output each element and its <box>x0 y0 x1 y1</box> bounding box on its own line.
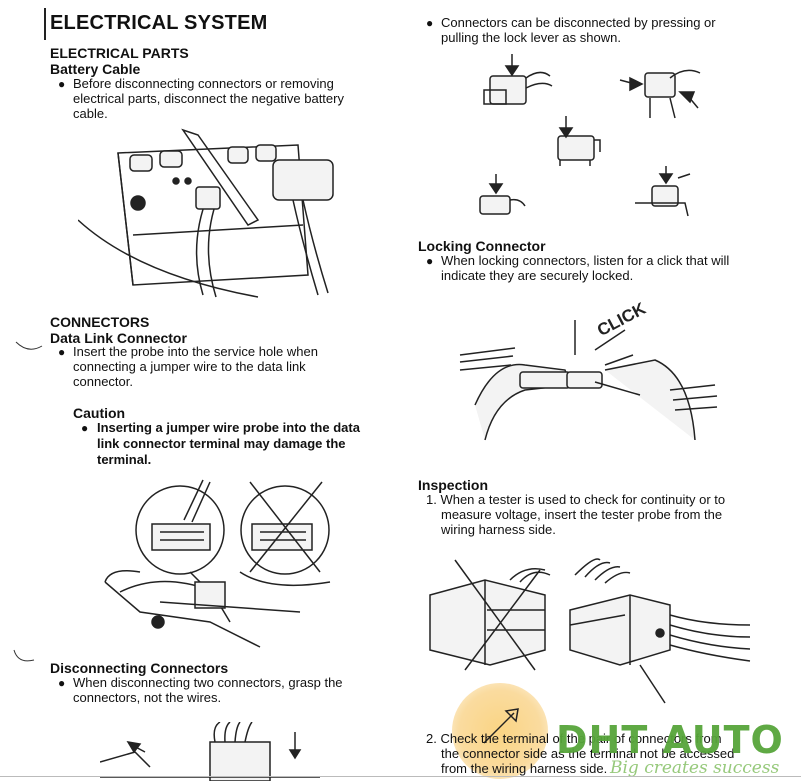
title-rule-left <box>44 8 46 40</box>
disconnecting-connectors-figure <box>100 722 320 781</box>
battery-line-3: cable. <box>73 106 108 121</box>
connectors-heading: CONNECTORS <box>50 314 150 330</box>
caution-line-3: terminal. <box>97 452 152 467</box>
lock-lever-line-2: pulling the lock lever as shown. <box>441 30 621 45</box>
scan-mark <box>13 649 35 662</box>
caution-line-2: link connector terminal may damage the <box>97 436 346 451</box>
inspection-2-line-2: the connector side as the terminal not b… <box>441 746 735 761</box>
bullet-icon: ● <box>426 16 434 30</box>
inspection-2-line-3: from the wiring harness side. <box>441 761 608 776</box>
caution-line-1: Inserting a jumper wire probe into the d… <box>97 420 360 435</box>
battery-cable-figure <box>78 128 334 298</box>
bullet-icon: ● <box>426 254 434 268</box>
caution-heading: Caution <box>73 405 126 421</box>
data-link-connector-figure <box>104 479 331 648</box>
bullet-icon: ● <box>58 77 66 91</box>
battery-cable-heading: Battery Cable <box>50 61 141 77</box>
dlc-line-1: Insert the probe into the service hole w… <box>73 344 318 359</box>
bottom-scan-strip <box>0 776 801 777</box>
disconnecting-connectors-heading: Disconnecting Connectors <box>50 660 229 676</box>
battery-line-2: electrical parts, disconnect the negativ… <box>73 91 344 106</box>
electrical-parts-heading: ELECTRICAL PARTS <box>50 45 189 61</box>
bullet-icon: ● <box>58 676 66 690</box>
page-title: ELECTRICAL SYSTEM <box>50 12 268 34</box>
watermark-brand: DHT AUTO <box>556 718 784 762</box>
inspection-2-line-1: 2. Check the terminal of the pair of con… <box>426 731 722 746</box>
scan-mark <box>15 341 43 350</box>
bullet-icon: ● <box>81 421 89 435</box>
locking-line-2: indicate they are securely locked. <box>441 268 634 283</box>
inspection-figure <box>429 558 751 704</box>
watermark-logo-icon <box>452 683 548 779</box>
watermark-arrow-icon <box>483 708 519 744</box>
inspection-1-line-1: 1. When a tester is used to check for co… <box>426 492 726 507</box>
watermark-tagline: Big creates success <box>610 758 780 778</box>
click-label: CLICK <box>594 298 649 339</box>
lock-lever-figure <box>479 54 701 217</box>
dlc-line-3: connector. <box>73 374 133 389</box>
inspection-1-line-3: wiring harness side. <box>441 522 556 537</box>
inspection-heading: Inspection <box>418 477 489 493</box>
data-link-connector-heading: Data Link Connector <box>50 330 187 346</box>
disc-line-2: connectors, not the wires. <box>73 690 222 705</box>
battery-line-1: Before disconnecting connectors or remov… <box>73 76 334 91</box>
inspection-1-line-2: measure voltage, insert the tester probe… <box>441 507 723 522</box>
locking-connector-figure: CLICK <box>459 298 718 441</box>
dlc-line-2: connecting a jumper wire to the data lin… <box>73 359 306 374</box>
lock-lever-line-1: Connectors can be disconnected by pressi… <box>441 15 716 30</box>
locking-connector-heading: Locking Connector <box>418 238 546 254</box>
bullet-icon: ● <box>58 345 66 359</box>
locking-line-1: When locking connectors, listen for a cl… <box>441 253 730 268</box>
disc-line-1: When disconnecting two connectors, grasp… <box>73 675 343 690</box>
